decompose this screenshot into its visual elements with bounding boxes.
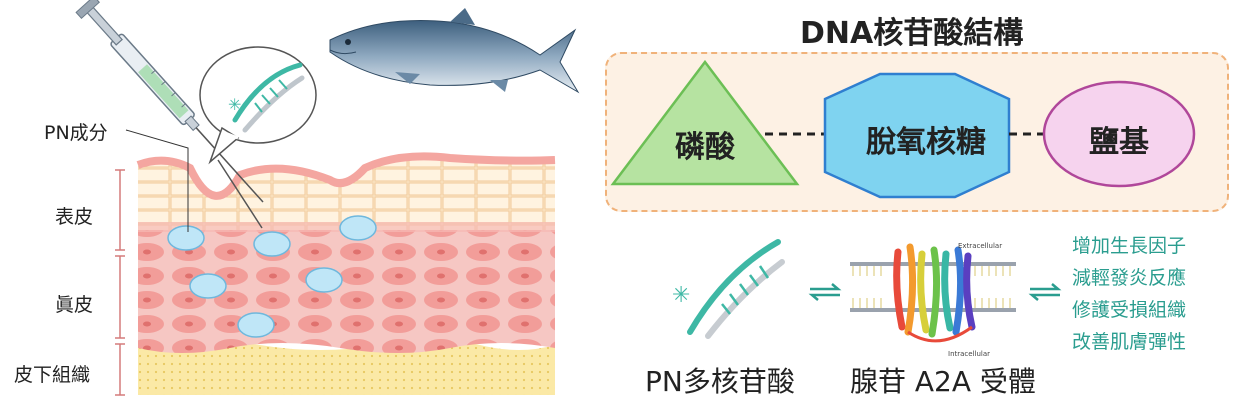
pn-polynucleotide-label: PN多核苷酸	[645, 365, 795, 398]
effects-list: 增加生長因子 減輕發炎反應 修護受損組織 改善肌膚彈性	[1072, 230, 1186, 358]
base-label: 鹽基	[1089, 125, 1149, 160]
arrow-icon	[808, 283, 842, 301]
dna-structure-title: DNA核苷酸結構	[800, 16, 1024, 51]
arrow-icon	[1028, 283, 1062, 301]
skin-illustration: ✳	[75, 0, 580, 396]
extracellular-label: Extracellular	[958, 242, 1002, 250]
dna-icon: ✳	[672, 239, 785, 339]
subcutaneous-label: 皮下組織	[14, 364, 91, 386]
pn-component-label: PN成分	[44, 122, 108, 144]
intracellular-label: Intracellular	[948, 350, 990, 358]
effect-item: 增加生長因子	[1072, 235, 1187, 257]
effect-item: 改善肌膚彈性	[1072, 331, 1187, 353]
nucleotide-shapes	[610, 59, 1196, 199]
a2a-receptor-label: 腺苷 A2A 受體	[850, 365, 1036, 398]
adenosine-receptor-illustration: Extracellular Intracellular	[850, 242, 1016, 358]
effect-item: 修護受損組織	[1072, 299, 1187, 321]
epidermis-label: 表皮	[55, 206, 94, 228]
phosphate-label: 磷酸	[675, 130, 735, 165]
svg-text:✳: ✳	[672, 283, 690, 308]
svg-text:✳: ✳	[228, 95, 241, 114]
effect-item: 減輕發炎反應	[1072, 267, 1187, 289]
deoxyribose-label: 脫氧核糖	[866, 125, 986, 160]
dermis-label: 眞皮	[55, 294, 94, 316]
